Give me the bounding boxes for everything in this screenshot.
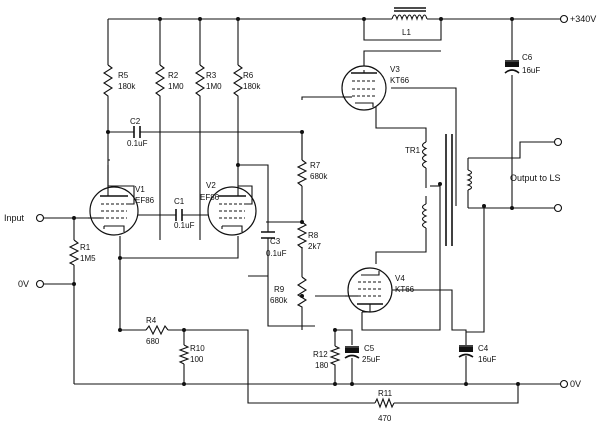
r3-value: 1M0 — [206, 82, 222, 91]
r11-label: R11 — [378, 389, 393, 398]
r11-resistor — [374, 397, 395, 409]
c2-label: C2 — [130, 117, 141, 126]
c5-capacitor — [344, 346, 360, 359]
r6-resistor — [232, 64, 244, 101]
c4-label: C4 — [478, 344, 489, 353]
c6-capacitor — [504, 60, 520, 74]
r1-resistor — [68, 239, 80, 266]
r7-value: 680k — [310, 172, 328, 181]
r5-value: 180k — [118, 82, 136, 91]
r7-resistor — [296, 159, 308, 187]
r5-resistor — [102, 64, 114, 101]
r9-label: R9 — [274, 285, 285, 294]
v3-type: KT66 — [390, 76, 410, 85]
r6-label: R6 — [243, 71, 254, 80]
r8-label: R8 — [308, 231, 319, 240]
output-terminal-bottom — [553, 203, 563, 213]
r2-resistor — [154, 64, 166, 101]
zero-left-terminal — [35, 279, 45, 289]
c3-capacitor — [261, 222, 275, 239]
zero-right-label: 0V — [570, 379, 581, 389]
v2-type: EF86 — [200, 193, 220, 202]
resistors — [68, 64, 395, 409]
zero-left-label: 0V — [18, 279, 29, 289]
r12-value: 180 — [315, 361, 329, 370]
r1-value: 1M5 — [80, 254, 96, 263]
c6-value: 16uF — [522, 66, 540, 75]
c6-label: C6 — [522, 53, 533, 62]
r3-resistor — [194, 64, 206, 101]
r5-label: R5 — [118, 71, 129, 80]
tr1-transformer — [421, 134, 473, 246]
input-terminal — [35, 213, 45, 223]
r4-value: 680 — [146, 337, 160, 346]
terminals — [35, 14, 569, 389]
v3-label: V3 — [390, 65, 400, 74]
r9-value: 680k — [270, 296, 288, 305]
output-label: Output to LS — [510, 173, 561, 183]
r1-label: R1 — [80, 243, 91, 252]
v2-label: V2 — [206, 181, 216, 190]
c5-value: 25uF — [362, 355, 380, 364]
r6-value: 180k — [243, 82, 261, 91]
c4-capacitor — [458, 345, 474, 358]
r10-value: 100 — [190, 355, 204, 364]
r3-label: R3 — [206, 71, 217, 80]
c1-label: C1 — [174, 197, 185, 206]
v1-type: EF86 — [135, 196, 155, 205]
c1-capacitor — [175, 209, 183, 221]
r10-label: R10 — [190, 344, 205, 353]
c2-capacitor — [133, 126, 141, 138]
input-label: Input — [4, 213, 25, 223]
capacitors — [133, 60, 520, 359]
r12-resistor — [329, 345, 341, 368]
r2-label: R2 — [168, 71, 179, 80]
r9-resistor — [296, 276, 308, 310]
r2-value: 1M0 — [168, 82, 184, 91]
r7-label: R7 — [310, 161, 321, 170]
c2-value: 0.1uF — [127, 139, 148, 148]
v4-tube — [345, 267, 393, 313]
tr1-label: TR1 — [405, 146, 421, 155]
r4-label: R4 — [146, 316, 157, 325]
v1-tube — [88, 185, 139, 236]
v4-label: V4 — [395, 274, 405, 283]
c4-value: 16uF — [478, 355, 496, 364]
zero-right-terminal — [559, 379, 569, 389]
v1-label: V1 — [135, 185, 145, 194]
r8-value: 2k7 — [308, 242, 321, 251]
v2-tube — [207, 185, 257, 236]
r11-value: 470 — [378, 414, 392, 423]
r4-resistor — [145, 324, 169, 336]
r8-resistor — [296, 221, 308, 250]
output-terminal-top — [553, 137, 563, 147]
l1-label: L1 — [402, 28, 411, 37]
v4-type: KT66 — [395, 285, 415, 294]
c5-label: C5 — [364, 344, 375, 353]
v3-tube — [341, 65, 387, 111]
c3-label: C3 — [270, 237, 281, 246]
supply-terminal — [559, 14, 569, 24]
c3-value: 0.1uF — [266, 249, 287, 258]
r12-label: R12 — [313, 350, 328, 359]
l1-choke — [391, 7, 428, 21]
supply-label: +340V — [570, 14, 596, 24]
c1-value: 0.1uF — [174, 221, 195, 230]
r10-resistor — [178, 344, 190, 365]
junctions — [72, 17, 520, 386]
labels: +340V L1 C6 16uF R5 180k R2 1M0 R3 1M0 R… — [4, 14, 596, 423]
